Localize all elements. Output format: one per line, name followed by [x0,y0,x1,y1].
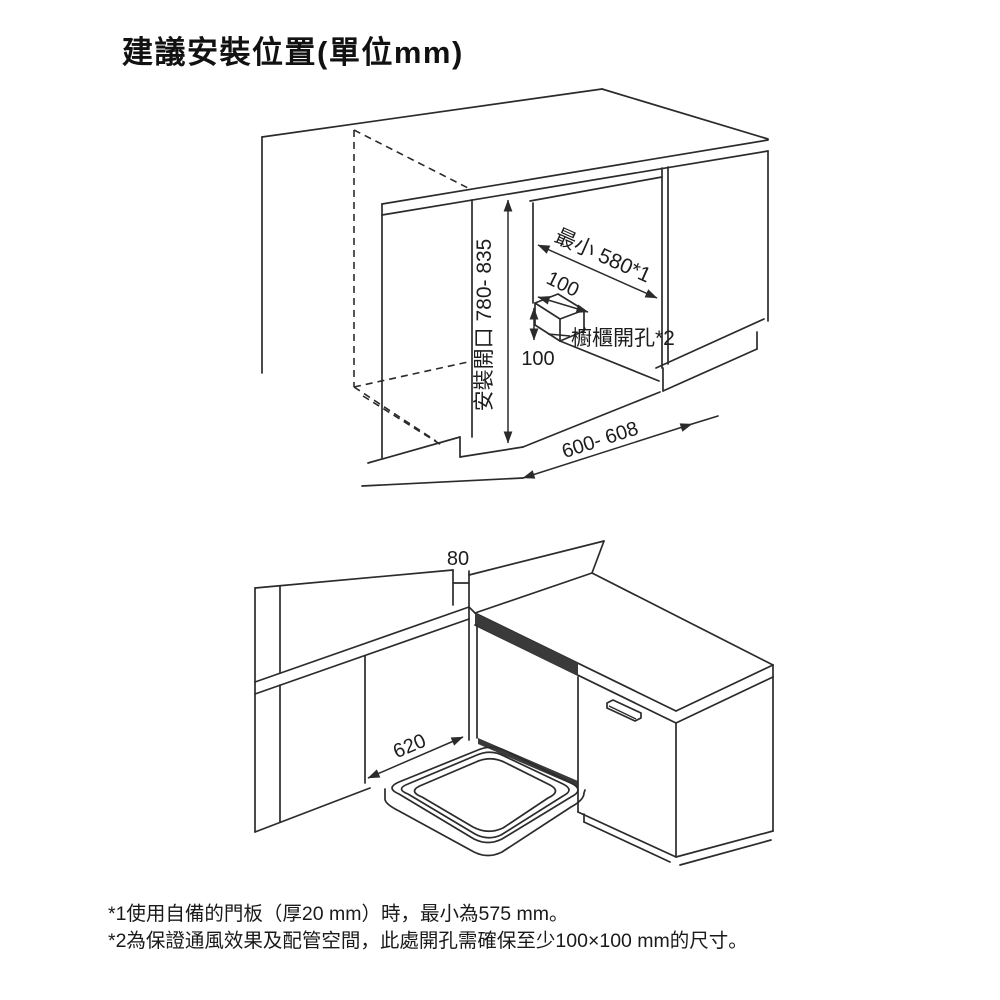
diagram-cabinet-opening: 安裝開口 780- 835 最小 580*1 100 100 櫥櫃開孔*2 60… [261,88,769,487]
door-handle [606,699,642,722]
vent-height-label: 100 [521,348,554,370]
cabinet-door [577,676,677,863]
corner-gap-label: 80 [447,548,469,570]
opening-left-panel [361,199,524,487]
counter-outline [261,88,769,374]
vent-hole-label: 櫥櫃開孔*2 [571,327,675,350]
left-cabinet-run [254,569,470,833]
diagram-door-clearance: 80 620 [254,540,774,866]
base-width-label: 600- 608 [559,418,641,463]
hidden-edges [353,129,471,447]
page-title: 建議安裝位置(單位mm) [122,35,464,70]
vent-depth-label: 100 [543,267,583,301]
opening-interior [522,176,663,448]
vent-depth-dimension [537,296,589,313]
door-clearance-dimension [367,736,464,779]
vent-hole-leader [547,333,571,337]
footnote-2: *2為保證通風效果及配管空間，此處開孔需確保至少100×100 mm的尺寸。 [108,929,748,952]
base-width-dimension [522,423,693,479]
door-clearance-label: 620 [390,730,429,763]
min-width-dimension [537,244,658,299]
right-cabinet-panel [655,166,765,425]
footnotes: *1使用自備的門板（厚20 mm）時，最小為575 mm。 *2為保證通風效果及… [108,901,748,954]
opening-height-label: 安裝開口 780- 835 [473,239,496,412]
open-door-tray [384,746,586,857]
footnote-1: *1使用自備的門板（厚20 mm）時，最小為575 mm。 [108,903,569,925]
